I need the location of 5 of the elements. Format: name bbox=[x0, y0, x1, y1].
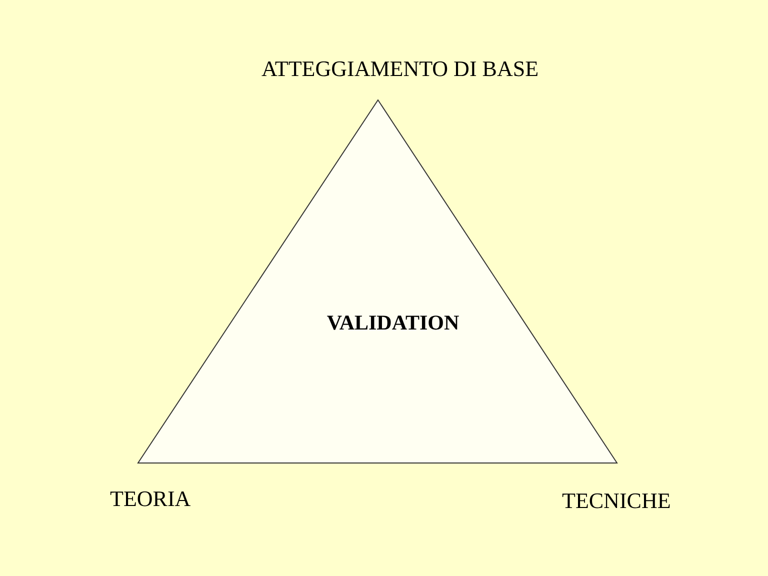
node-title: VALIDATION bbox=[326, 310, 460, 336]
corner-label: TECNICHE bbox=[562, 488, 671, 514]
triangle-shape bbox=[138, 100, 617, 463]
corner-label: ATTEGGIAMENTO DI BASE bbox=[261, 56, 539, 82]
corner-label: TEORIA bbox=[110, 486, 191, 512]
